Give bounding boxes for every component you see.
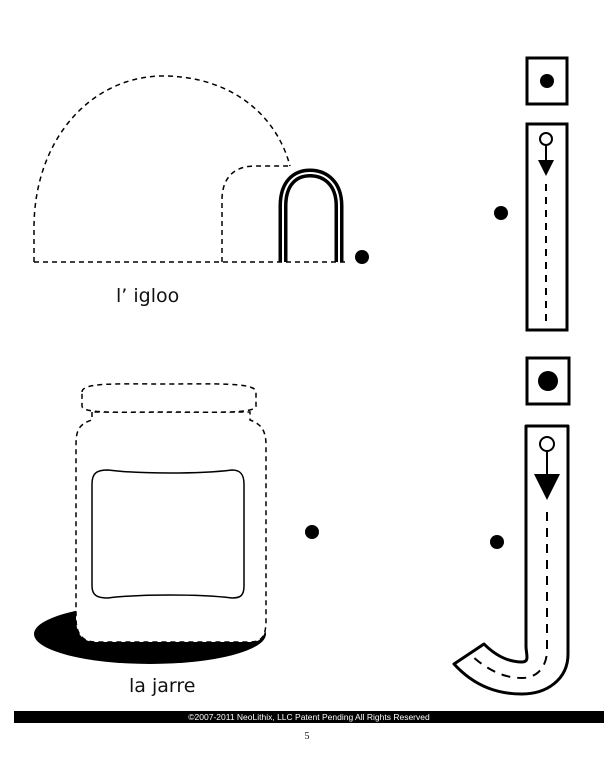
letter-i-start-dot: [494, 206, 508, 220]
igloo-door-arch: [278, 168, 344, 262]
jar-caption: la jarre: [129, 675, 196, 697]
jar-tracing-dot: [305, 525, 319, 539]
igloo-caption: l’ igloo: [116, 285, 180, 307]
copyright-footer: ©2007-2011 NeoLithix, LLC Patent Pending…: [14, 711, 604, 723]
jar-lid-outline: [81, 383, 257, 413]
letter-j-start-dot: [490, 535, 504, 549]
letter-i-dot-box: [525, 56, 569, 106]
letter-i-stem-guide: [525, 122, 569, 332]
letter-j-dot-box: [525, 356, 571, 406]
igloo-picture: [33, 75, 346, 263]
igloo-entrance-outline: [221, 165, 292, 262]
page-number: 5: [304, 731, 310, 742]
igloo-tracing-dot: [355, 250, 369, 264]
igloo-dome-outline: [33, 75, 291, 262]
letter-j-stem-guide: [452, 424, 570, 696]
jar-label: [91, 469, 245, 599]
jar-picture: [34, 383, 267, 664]
